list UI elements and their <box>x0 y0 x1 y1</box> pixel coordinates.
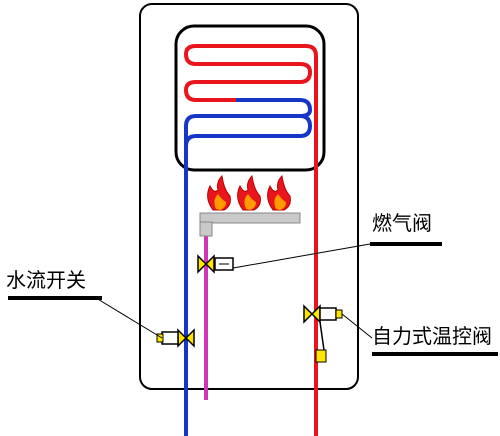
label-bar-thermostatic-valve <box>372 352 498 356</box>
heater-casing <box>139 3 359 390</box>
thermostatic-valve-label: 自力式温控阀 <box>372 324 492 348</box>
cold-coil-upper <box>236 98 313 118</box>
hot-coil <box>183 44 318 160</box>
leader-gas-valve <box>232 243 371 269</box>
flow-switch-tip <box>156 333 164 343</box>
thermo-valve-tip <box>335 309 343 319</box>
gas-valve-label: 燃气阀 <box>372 211 432 235</box>
cold-water-pipe <box>184 114 313 436</box>
flame-icon <box>274 194 286 210</box>
burner-flames <box>207 174 291 211</box>
thermo-valve-actuator <box>319 307 337 321</box>
heat-exchanger-box <box>174 24 326 172</box>
burner-manifold <box>199 212 301 224</box>
flow-switch-body <box>161 331 179 345</box>
thermo-capillary <box>319 321 325 351</box>
flame-icon <box>244 194 256 210</box>
burner-nozzle <box>199 221 213 237</box>
water-flow-switch <box>156 328 195 348</box>
label-bar-water-flow-switch <box>8 296 102 300</box>
thermo-sensor-bulb <box>315 349 327 363</box>
flame-icon <box>214 194 226 210</box>
thermostatic-valve <box>303 304 343 363</box>
leader-thermostatic-valve <box>341 313 373 339</box>
water-flow-switch-label: 水流开关 <box>6 268 86 292</box>
label-bar-gas-valve <box>370 242 442 246</box>
valve-icon <box>303 304 321 324</box>
valve-icon <box>197 254 215 274</box>
gas-valve <box>197 254 234 274</box>
leader-water-flow-switch <box>95 297 163 339</box>
